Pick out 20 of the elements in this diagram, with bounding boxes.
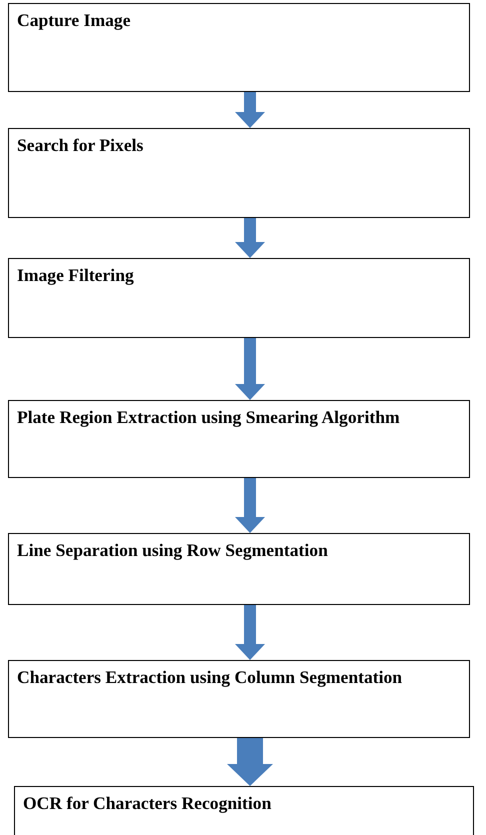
step-label: Characters Extraction using Column Segmentation — [17, 667, 404, 688]
process-box — [14, 786, 474, 835]
process-box — [8, 258, 470, 338]
step-label: Plate Region Extraction using Smearing Algorithm — [17, 407, 401, 428]
block-arrow — [235, 218, 265, 258]
process-box — [8, 400, 470, 478]
step-label: Search for Pixels — [17, 135, 144, 156]
block-arrow — [235, 605, 265, 660]
block-arrow — [235, 338, 265, 400]
step-label: Image Filtering — [17, 265, 135, 286]
block-arrow — [235, 92, 265, 128]
process-box — [8, 128, 470, 218]
process-box — [8, 533, 470, 605]
process-box — [8, 3, 470, 92]
block-arrow — [227, 738, 273, 786]
step-label: Capture Image — [17, 10, 132, 31]
step-label: Line Separation using Row Segmentation — [17, 540, 329, 561]
process-box — [8, 660, 470, 738]
step-label: OCR for Characters Recognition — [23, 793, 272, 814]
block-arrow — [235, 478, 265, 533]
